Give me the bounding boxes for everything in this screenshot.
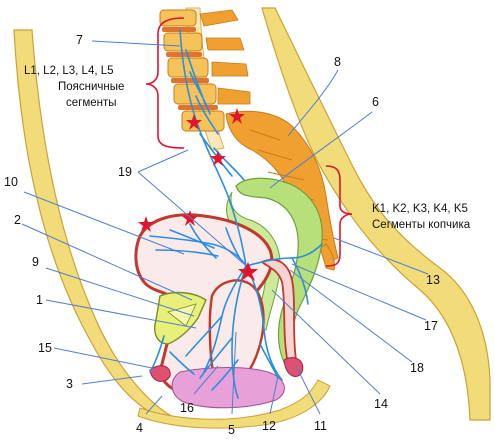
callout-19: 19: [118, 165, 132, 179]
lumbar-segment-name: Поясничные: [58, 81, 124, 93]
disc-l1: [162, 27, 196, 32]
marker-star: [238, 262, 258, 281]
callout-17: 17: [424, 319, 438, 333]
leader-19: [137, 149, 245, 265]
leader-3: [81, 375, 143, 385]
disc-l2: [166, 52, 202, 57]
callout-11: 11: [314, 419, 327, 433]
callout-9: 9: [32, 255, 39, 269]
callout-13: 13: [426, 273, 440, 287]
vertebra-l4: [173, 83, 217, 105]
lumbar-segment-name-2: сегменты: [66, 97, 117, 109]
coccyx: [319, 243, 335, 271]
leader-11: [295, 365, 321, 415]
perineum-skin: [137, 379, 331, 429]
callout-14: 14: [374, 397, 388, 411]
callout-15: 15: [38, 341, 52, 355]
leader-18: [289, 269, 413, 363]
leader-13: [333, 237, 429, 275]
callout-7: 7: [76, 33, 83, 47]
disc-l4: [178, 105, 218, 110]
leader-12: [269, 375, 279, 415]
lumbar-spine: [159, 7, 251, 151]
vertebra-l2: [163, 32, 203, 52]
callout-16: 16: [180, 401, 194, 415]
callout-leaders: [21, 40, 429, 415]
spinous-processes: [199, 9, 251, 105]
callout-5: 5: [228, 423, 235, 437]
callout-10: 10: [4, 175, 18, 189]
clitoris: [149, 365, 171, 382]
leader-17: [291, 263, 427, 321]
coccygeal-bracket: [325, 165, 353, 267]
leader-8: [287, 69, 339, 137]
leader-4: [145, 395, 163, 415]
leader-14: [271, 289, 381, 395]
leader-7: [91, 40, 181, 47]
leader-16: [193, 365, 219, 395]
callout-4: 4: [136, 421, 143, 435]
lumbar-bracket: [145, 17, 185, 149]
leader-9: [45, 267, 195, 317]
leader-10: [23, 191, 185, 255]
callout-1: 1: [36, 293, 43, 307]
disc-l3: [171, 78, 209, 83]
marker-star: [229, 108, 245, 124]
callout-2: 2: [14, 213, 21, 227]
marker-star: [186, 114, 202, 130]
marker-star: [138, 216, 154, 232]
callout-8: 8: [334, 55, 341, 69]
callout-18: 18: [410, 361, 424, 375]
coccygeal-segment-codes: K1, K2, K3, K4, K5: [372, 203, 468, 215]
leader-6: [269, 111, 373, 189]
callout-12: 12: [262, 419, 276, 433]
body-wall-posterior: [261, 7, 491, 421]
callout-3: 3: [66, 377, 73, 391]
leader-1: [45, 299, 197, 329]
anal-canal: [283, 357, 304, 377]
lumbar-segment-codes: L1, L2, L3, L4, L5: [24, 65, 114, 77]
leader-15: [53, 347, 153, 369]
leader-5: [231, 331, 237, 415]
coccygeal-segment-name: Сегменты копчика: [372, 219, 471, 231]
callout-6: 6: [372, 95, 379, 109]
marker-star: [210, 150, 226, 166]
vertebra-l3: [167, 57, 209, 78]
marker-star: [182, 210, 198, 226]
lesion-markers: [138, 108, 258, 281]
leader-2: [21, 223, 193, 301]
uterus: [208, 279, 265, 388]
nerve-network: [149, 29, 323, 399]
